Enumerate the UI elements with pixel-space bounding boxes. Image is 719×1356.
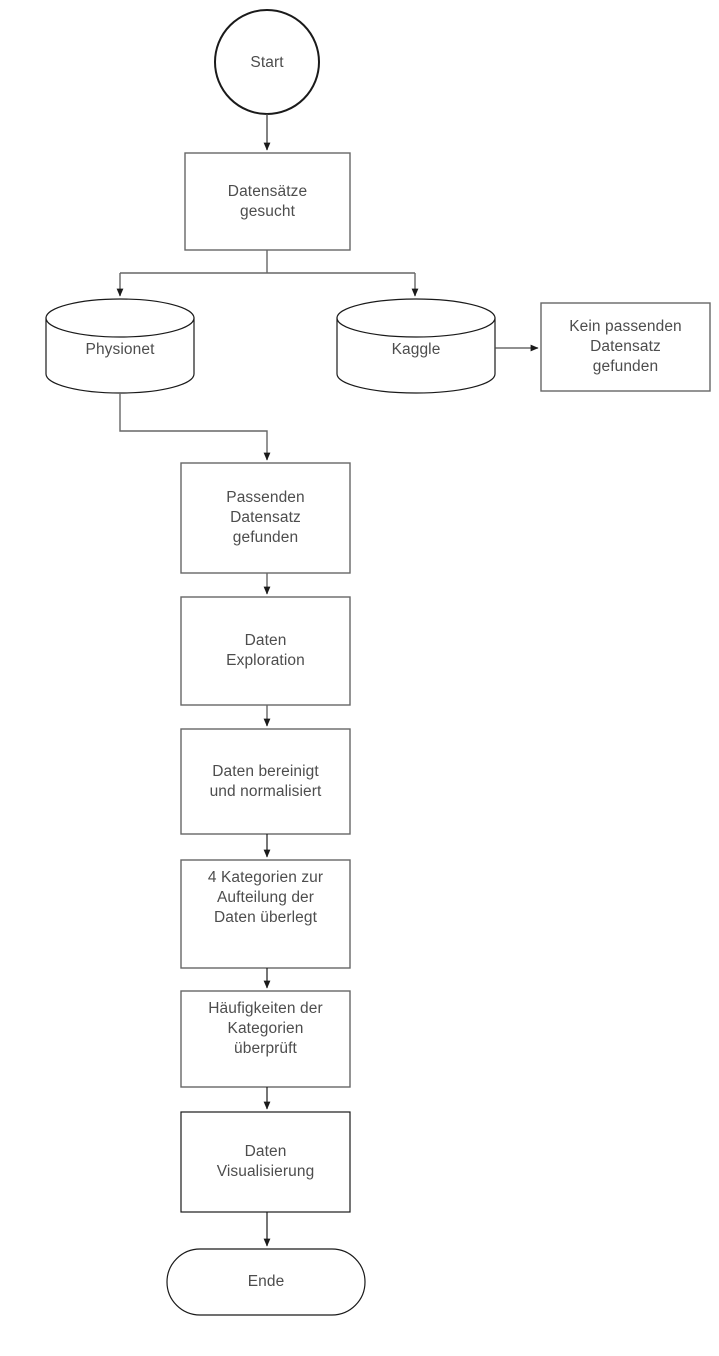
node-datensaetze-gesucht-shape[interactable]: [184, 152, 351, 251]
node-daten-bereinigt-shape[interactable]: [180, 728, 351, 835]
node-start-shape[interactable]: [214, 9, 320, 115]
edge-physionet-to-passenden-datensatz: [119, 393, 271, 461]
node-daten-visualisierung-shape[interactable]: [180, 1111, 351, 1213]
node-daten-exploration-shape[interactable]: [180, 596, 351, 706]
node-ende-shape[interactable]: [166, 1248, 366, 1316]
node-passenden-datensatz-gefunden-shape[interactable]: [180, 462, 351, 574]
node-physionet-shape[interactable]: [45, 298, 195, 394]
node-kein-passender-datensatz-shape[interactable]: [540, 302, 711, 392]
node-vier-kategorien-shape[interactable]: [180, 859, 351, 969]
node-kaggle-shape[interactable]: [336, 298, 496, 394]
node-haeufigkeiten-shape[interactable]: [180, 990, 351, 1088]
